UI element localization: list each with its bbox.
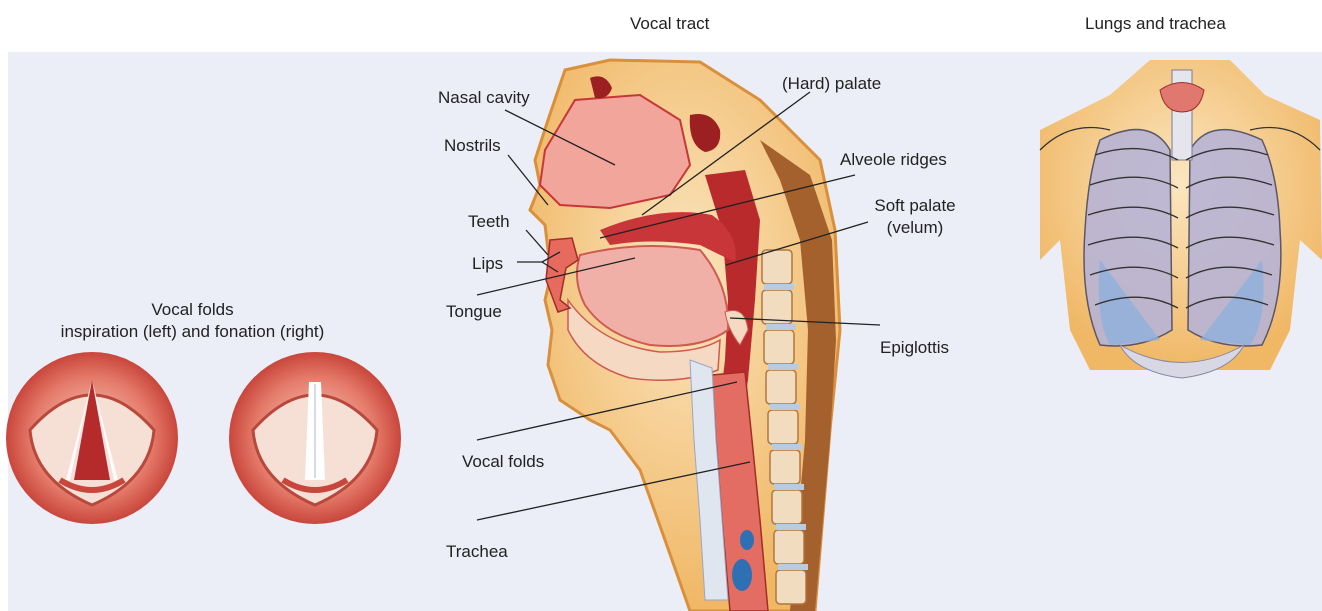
label-nasal-cavity: Nasal cavity bbox=[438, 88, 530, 108]
lungs-trachea-title: Lungs and trachea bbox=[1085, 14, 1226, 34]
label-hard-palate: (Hard) palate bbox=[782, 74, 881, 94]
vocal-folds-fonation-illustration bbox=[229, 352, 401, 524]
label-velum: (velum) bbox=[860, 218, 970, 238]
label-tongue: Tongue bbox=[446, 302, 502, 322]
vocal-folds-title: Vocal folds bbox=[20, 300, 365, 320]
label-vocal-folds: Vocal folds bbox=[462, 452, 544, 472]
label-alveole-ridges: Alveole ridges bbox=[840, 150, 947, 170]
lungs-trachea-illustration bbox=[1040, 60, 1322, 378]
label-trachea: Trachea bbox=[446, 542, 508, 562]
label-teeth: Teeth bbox=[468, 212, 510, 232]
label-epiglottis: Epiglottis bbox=[880, 338, 949, 358]
label-lips: Lips bbox=[472, 254, 503, 274]
vocal-folds-subtitle: inspiration (left) and fonation (right) bbox=[20, 322, 365, 342]
vocal-tract-illustration bbox=[530, 60, 840, 611]
label-nostrils: Nostrils bbox=[444, 136, 501, 156]
vocal-folds-inspiration-illustration bbox=[6, 352, 178, 524]
label-soft-palate: Soft palate bbox=[860, 196, 970, 216]
vocal-tract-title: Vocal tract bbox=[630, 14, 709, 34]
